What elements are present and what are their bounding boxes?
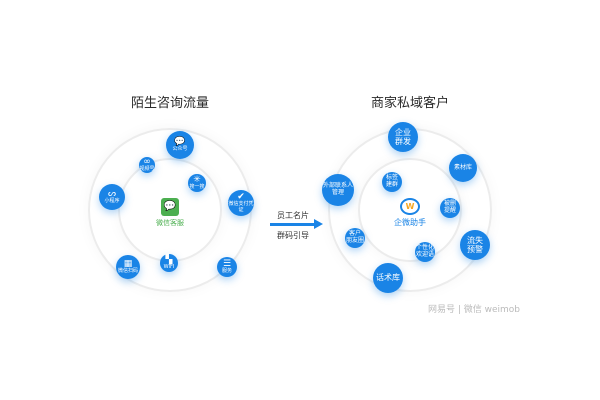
wechat-service-icon: 💬 — [161, 198, 179, 216]
left-node: ▦微信扫码 — [116, 255, 140, 279]
right-node: 企业 群发 — [388, 122, 418, 152]
arrow-top-label: 员工名片 — [277, 211, 309, 220]
left-title: 陌生咨询流量 — [130, 96, 210, 111]
arrow-bottom-label: 群码引导 — [277, 231, 309, 240]
node-label: 搜一搜 — [189, 184, 205, 191]
left-node: 💬公众号 — [166, 131, 194, 159]
center-label: 微信客服 — [156, 219, 184, 227]
center-label: 企微助手 — [394, 218, 426, 227]
list-icon: ☰ — [222, 258, 232, 269]
wework-assistant-center: W 企微助手 — [394, 198, 426, 228]
right-inner-ring — [358, 158, 462, 262]
node-label: 微信支付凭证 — [228, 201, 254, 214]
infinity-icon: ∞ — [143, 156, 151, 167]
right-node: 个性化 欢迎语 — [415, 242, 435, 262]
right-node: 流失 预警 — [460, 230, 490, 260]
node-label: 标签 建群 — [385, 174, 398, 188]
node-label: 小程序 — [104, 198, 120, 205]
wework-logo-icon: W — [400, 198, 420, 215]
wechat-chat-icon: 💬 — [174, 136, 186, 147]
node-label: 微信扫码 — [117, 268, 138, 275]
right-node: 标签 建群 — [382, 172, 402, 192]
arrow — [270, 223, 316, 226]
left-node: ☰服务 — [217, 257, 237, 277]
check-chat-icon: ✔ — [237, 192, 245, 203]
node-label: 流失 预警 — [467, 235, 483, 254]
right-title: 商家私域客户 — [370, 96, 450, 111]
sparkle-icon: ✳ — [193, 174, 201, 185]
right-node: 话术库 — [373, 263, 403, 293]
node-label: 客户 朋友圈 — [345, 230, 364, 244]
node-label: 服务 — [221, 268, 232, 275]
left-node: ✔微信支付凭证 — [228, 190, 254, 216]
right-node: 外部联系人 管理 — [322, 174, 354, 206]
node-label: WIFI — [163, 264, 175, 271]
left-node: ▚WIFI — [160, 254, 178, 272]
mini-program-icon: ᔕ — [107, 188, 117, 199]
wechat-service-center: 💬 微信客服 — [156, 198, 184, 228]
node-label: 外部联系人 管理 — [322, 182, 353, 196]
left-node: ∞视频号 — [139, 157, 155, 173]
node-label: 视频号 — [139, 166, 155, 173]
node-label: 公众号 — [172, 146, 188, 153]
grid-icon: ▚ — [165, 254, 173, 265]
qr-icon: ▦ — [123, 258, 133, 269]
right-node: 素材库 — [449, 154, 477, 182]
right-node: 被删 提醒 — [440, 198, 460, 218]
watermark: 网易号 | 微信 weimob — [428, 305, 520, 315]
node-label: 个性化 欢迎语 — [415, 244, 434, 258]
node-label: 企业 群发 — [395, 127, 411, 146]
right-node: 客户 朋友圈 — [345, 228, 365, 248]
left-node: ✳搜一搜 — [188, 174, 206, 192]
arrow-head — [314, 219, 323, 229]
node-label: 被删 提醒 — [443, 200, 456, 214]
node-label: 素材库 — [453, 163, 472, 171]
node-label: 话术库 — [376, 273, 400, 283]
